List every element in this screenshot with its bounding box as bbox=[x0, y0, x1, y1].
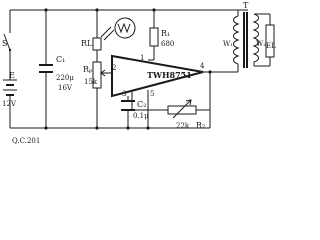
bottom-text: Q.C.201 bbox=[12, 137, 40, 145]
transformer-primary-label: W₁ bbox=[223, 40, 233, 48]
rp-label: Rₚ bbox=[83, 65, 92, 74]
resistor-r2: 22k R₂ bbox=[167, 99, 205, 130]
c2-label: C₂ bbox=[137, 100, 146, 109]
capacitor-c2: C₂ 0.1μ bbox=[121, 100, 149, 120]
r2-label: R₂ bbox=[196, 121, 205, 130]
r2-value: 22k bbox=[176, 122, 190, 130]
battery-symbol: E 12V bbox=[2, 71, 17, 108]
ic-pin4: 4 bbox=[200, 62, 205, 70]
transformer-secondary-label: W₂ bbox=[256, 40, 266, 48]
photoresistor-rl: RL bbox=[81, 17, 136, 51]
ic-label: TWH8751 bbox=[147, 70, 192, 80]
rp-value: 15k bbox=[84, 78, 98, 86]
transformer-label: T bbox=[243, 1, 249, 10]
junction-dots bbox=[44, 8, 212, 130]
rl-label: RL bbox=[81, 39, 93, 48]
ic-pin5: 5 bbox=[150, 90, 154, 98]
resistor-r1: R₁ 680 bbox=[149, 27, 174, 48]
c1-value1: 220μ bbox=[56, 74, 74, 82]
c1-label: C₁ bbox=[56, 55, 65, 64]
potentiometer-rp: Rₚ 15k bbox=[83, 61, 108, 89]
wires bbox=[9, 9, 271, 129]
lamp-label: EL bbox=[266, 42, 276, 50]
battery-label: E bbox=[9, 71, 15, 80]
ic-pin2: 2 bbox=[112, 64, 116, 72]
lamp-el: EL bbox=[265, 24, 276, 58]
ic-pin1: 1 bbox=[140, 54, 144, 62]
battery-value: 12V bbox=[2, 100, 17, 108]
transformer-t: T W₁ W₂ bbox=[223, 1, 266, 68]
r1-value: 680 bbox=[161, 40, 174, 48]
c1-value2: 16V bbox=[58, 84, 73, 92]
switch-symbol: S bbox=[2, 33, 12, 52]
switch-label: S bbox=[2, 39, 7, 48]
circuit-schematic: S E 12V C₁ 220μ 16V RL R₁ 680 Rₚ 15k bbox=[2, 1, 276, 145]
capacitor-c1: C₁ 220μ 16V bbox=[39, 55, 74, 92]
r1-label: R₁ bbox=[161, 29, 170, 38]
ic-twh8751: TWH8751 1 2 3 4 5 bbox=[111, 54, 205, 98]
c2-value: 0.1μ bbox=[133, 112, 149, 120]
ic-pin3: 3 bbox=[122, 90, 126, 98]
